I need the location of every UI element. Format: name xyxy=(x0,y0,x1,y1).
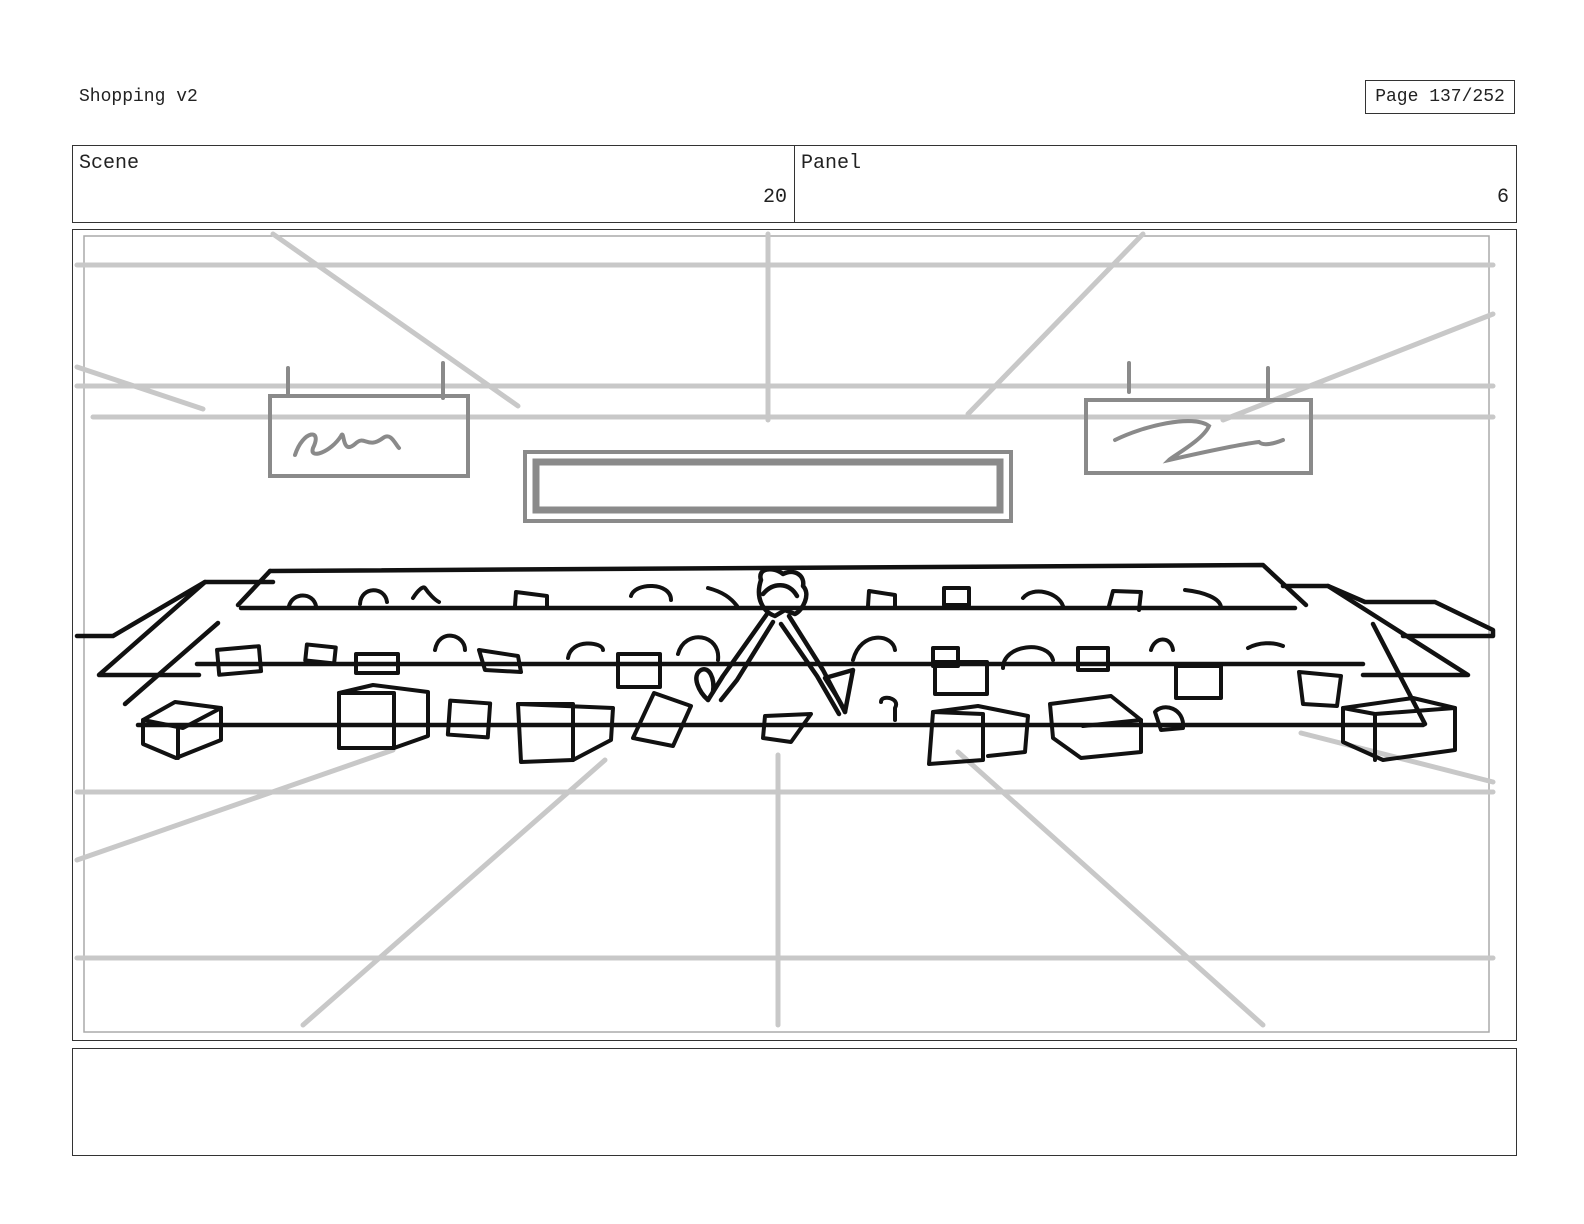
page-number: Page 137/252 xyxy=(1365,80,1515,114)
sketched-boxes xyxy=(141,583,1457,766)
perspective-guides xyxy=(74,231,1496,1028)
panel-label: Panel xyxy=(801,152,862,175)
storyboard-frame xyxy=(72,229,1517,1041)
scene-panel-header: Scene 20 Panel 6 xyxy=(72,145,1517,223)
center-ceiling-panel xyxy=(523,450,1013,523)
document-title: Shopping v2 xyxy=(79,87,198,107)
panel-notes-box xyxy=(72,1048,1517,1156)
scene-cell: Scene 20 xyxy=(73,146,794,222)
scene-number: 20 xyxy=(762,186,787,209)
left-hanging-sign xyxy=(268,361,470,478)
escalator-structure xyxy=(74,562,1496,728)
sketched-character xyxy=(694,566,856,717)
panel-cell: Panel 6 xyxy=(794,146,1516,222)
storyboard-sketch xyxy=(74,231,1496,1033)
right-hanging-sign xyxy=(1084,361,1313,475)
panel-number: 6 xyxy=(1496,186,1509,209)
scene-label: Scene xyxy=(79,152,140,175)
